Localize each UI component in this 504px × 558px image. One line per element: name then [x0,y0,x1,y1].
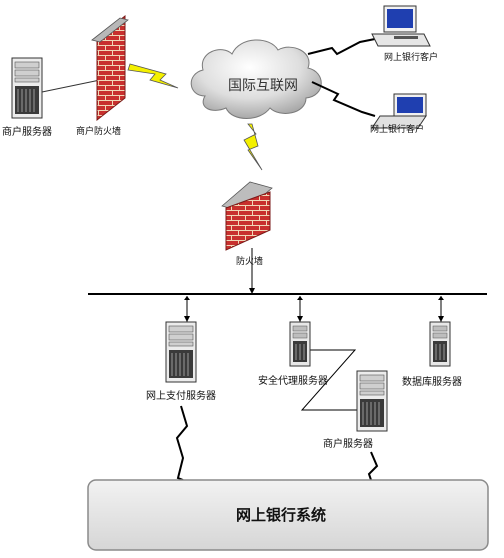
lightning-merchant [127,63,179,89]
client-desktop: 网上银行客户 [371,5,438,63]
payment-server: 网上支付服务器 [146,321,216,402]
proxy-server: 安全代理服务器 [258,321,328,387]
link-desktop [307,37,381,56]
banking-system-box: 网上银行系统 [87,479,489,551]
merchant-firewall-label: 商户防火墙 [76,125,121,137]
merchant-server-top: 商户服务器 [2,57,101,138]
merchant-firewall: 商户防火墙 [76,14,129,137]
merchant-server-top-label: 商户服务器 [2,125,52,138]
bus-drops [184,296,444,322]
client-laptop-label: 网上银行客户 [370,123,424,135]
merchant-server-bottom-label: 商户服务器 [323,437,373,450]
proxy-server-label: 安全代理服务器 [258,374,328,387]
db-server: 数据库服务器 [402,321,462,388]
main-firewall: 防火墙 [221,181,273,267]
client-laptop: 网上银行客户 [370,93,427,135]
payment-server-label: 网上支付服务器 [146,389,216,402]
firewall-arrow [249,288,255,294]
merchant-server-bottom: 商户服务器 [323,370,388,450]
db-server-label: 数据库服务器 [402,375,462,388]
banking-system-label: 网上银行系统 [236,506,326,524]
link-laptop [311,81,376,117]
internet-cloud: 国际互联网 [190,39,322,119]
internet-label: 国际互联网 [228,78,298,94]
bottom-connections [175,349,379,487]
main-firewall-label: 防火墙 [236,255,263,267]
lightning-firewall [243,123,263,171]
client-desktop-label: 网上银行客户 [384,51,438,63]
